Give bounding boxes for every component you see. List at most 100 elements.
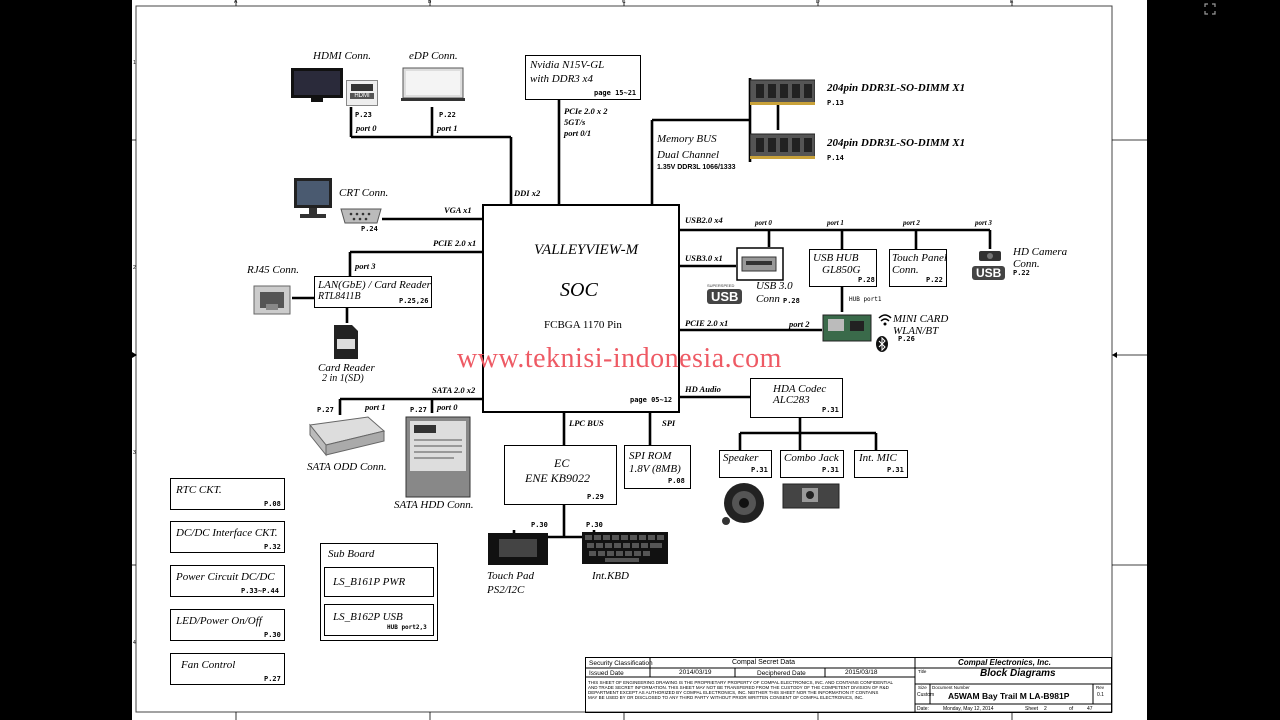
dimm1-label: 204pin DDR3L-SO-DIMM X1	[827, 82, 966, 94]
touchpad-page: P.30	[531, 521, 548, 529]
sata-hdd-page: P.27	[410, 406, 427, 414]
dcdc-interface-label: DC/DC Interface CKT.	[176, 527, 278, 539]
monitor-icon	[294, 178, 332, 218]
bluetooth-icon	[876, 336, 888, 352]
date-value: Monday, May 12, 2014	[943, 706, 994, 712]
spi-label: SPI	[662, 418, 676, 428]
hdmi-logo: HDMI	[350, 93, 374, 99]
usb-logo-text: USB	[707, 289, 743, 304]
keyboard-page: P.30	[586, 521, 603, 529]
issued-date-label: Issued Date	[589, 670, 624, 677]
hda-codec-name: HDA Codec	[773, 383, 827, 395]
sata-hdd-label: SATA HDD Conn.	[394, 499, 474, 511]
date-label: Date:	[917, 706, 929, 712]
soc-package: FCBGA 1170 Pin	[544, 319, 622, 331]
hd-camera-page: P.22	[1013, 269, 1030, 277]
sub-board-title: Sub Board	[328, 548, 375, 560]
gpu-bus-port: port 0/1	[564, 128, 592, 138]
expand-icon[interactable]	[1204, 3, 1216, 15]
rtc-ckt-label: RTC CKT.	[176, 484, 222, 496]
legal-notice-line: MAY BE USED BY OR DISCLOSED TO ANY THIRD…	[588, 695, 864, 700]
laptop-screen-icon	[401, 67, 465, 101]
hd-audio-label: HD Audio	[685, 384, 721, 394]
sub-board-group: Sub Board LS_B161P PWR LS_B162P USB HUB …	[320, 543, 438, 641]
dimm2-label: 204pin DDR3L-SO-DIMM X1	[827, 137, 966, 149]
mini-card-icon	[822, 314, 872, 342]
spi-rom-block: SPI ROM 1.8V (8MB) P.08	[624, 445, 691, 489]
size-value: Custom	[917, 692, 935, 698]
hda-codec-page: P.31	[822, 406, 839, 414]
grid-number: 3	[133, 450, 136, 456]
speaker-page: P.31	[751, 466, 768, 474]
odd-drive-icon	[309, 416, 386, 457]
lan-name: LAN(GbE) / Card Reader	[318, 279, 431, 291]
sata-odd-label: SATA ODD Conn.	[307, 461, 387, 473]
dimm-icon	[750, 133, 815, 159]
grid-letter: A	[234, 0, 238, 5]
sheet-label: Sheet	[1025, 706, 1039, 712]
soc-page: page 05~12	[630, 396, 673, 404]
gpu-block: Nvidia N15V-GL with DDR3 x4 page 15~21	[525, 55, 641, 100]
usb-hub-page: P.28	[858, 276, 875, 284]
title-label: Title	[918, 669, 927, 674]
hd-camera-conn: Conn.	[1013, 258, 1040, 270]
legal-notice: THIS SHEET OF ENGINEERING DRAWING IS THE…	[588, 680, 893, 700]
hd-camera-label: HD Camera	[1013, 246, 1068, 258]
sata-hdd-port: port 0	[437, 402, 458, 412]
usb2-port-0: port 0	[755, 219, 772, 227]
power-circuit-block: Power Circuit DC/DC P.33~P.44	[170, 565, 285, 597]
card-reader-label: Card Reader	[318, 362, 375, 374]
fan-control-block: Fan Control P.27	[170, 653, 285, 685]
touch-panel-page: P.22	[926, 276, 943, 284]
edp-page: P.22	[439, 111, 456, 119]
gpu-bus-label: PCIe 2.0 x 2	[564, 106, 608, 116]
spi-rom-page: P.08	[668, 477, 685, 485]
minicard-port: port 2	[789, 319, 810, 329]
vga-bus-label: VGA x1	[444, 205, 472, 215]
hd-camera-usb-logo: USB	[972, 266, 1006, 280]
usb-port-icon	[736, 247, 784, 281]
rj45-icon	[253, 285, 291, 315]
touchpad-icon	[488, 533, 548, 565]
hdd-icon	[405, 416, 471, 498]
grid-number: 1	[133, 60, 136, 66]
ddi-label: DDI x2	[514, 188, 541, 198]
superspeed-text: SUPERSPEED	[707, 283, 735, 288]
grid-letter: D	[816, 0, 820, 5]
title-block-frame	[585, 657, 1112, 713]
issued-date-value: 2014/03/19	[679, 669, 712, 676]
usb3-label: USB 3.0	[756, 280, 793, 292]
led-power-page: P.30	[264, 631, 281, 639]
crt-page: P.24	[361, 225, 378, 233]
hda-codec-block: HDA Codec ALC283 P.31	[750, 378, 843, 418]
int-mic-label: Int. MIC	[859, 452, 897, 464]
speaker-label: Speaker	[723, 452, 759, 464]
rev-value: 0.1	[1097, 692, 1104, 698]
speaker-block: Speaker P.31	[719, 450, 772, 478]
grid-number: 2	[133, 265, 136, 271]
card-reader-type: 2 in 1(SD)	[322, 373, 364, 384]
camera-icon	[979, 251, 1001, 261]
soc-label: SOC	[560, 279, 598, 301]
usb2-port-3: port 3	[975, 219, 992, 227]
gpu-memory: with DDR3 x4	[530, 73, 593, 85]
sub-board-usb-label: LS_B162P USB	[333, 611, 403, 623]
sub-board-pwr-label: LS_B161P PWR	[333, 576, 406, 588]
combo-jack-block: Combo Jack P.31	[780, 450, 844, 478]
schematic-sheet: A B C D E 1 2 3 4 Nvidia N15V-GL with DD…	[132, 0, 1147, 720]
keyboard-icon	[582, 532, 668, 564]
usb2-port-2: port 2	[903, 219, 920, 227]
usb-hub-name: USB HUB	[813, 252, 859, 264]
keyboard-label: Int.KBD	[592, 570, 629, 582]
ec-chip: ENE KB9022	[525, 471, 590, 485]
led-power-label: LED/Power On/Off	[176, 615, 262, 627]
security-classification-label: Security Classification	[589, 660, 653, 667]
usb2-port-1: port 1	[827, 219, 844, 227]
dimm2-page: P.14	[827, 154, 844, 162]
hdmi-label: HDMI Conn.	[313, 50, 372, 62]
touch-panel-conn: Conn.	[892, 264, 919, 276]
vga-port-icon	[340, 208, 382, 224]
soc-block: VALLEYVIEW-M SOC FCBGA 1170 Pin page 05~…	[482, 204, 680, 413]
int-mic-page: P.31	[887, 466, 904, 474]
sd-card-icon	[334, 325, 358, 359]
